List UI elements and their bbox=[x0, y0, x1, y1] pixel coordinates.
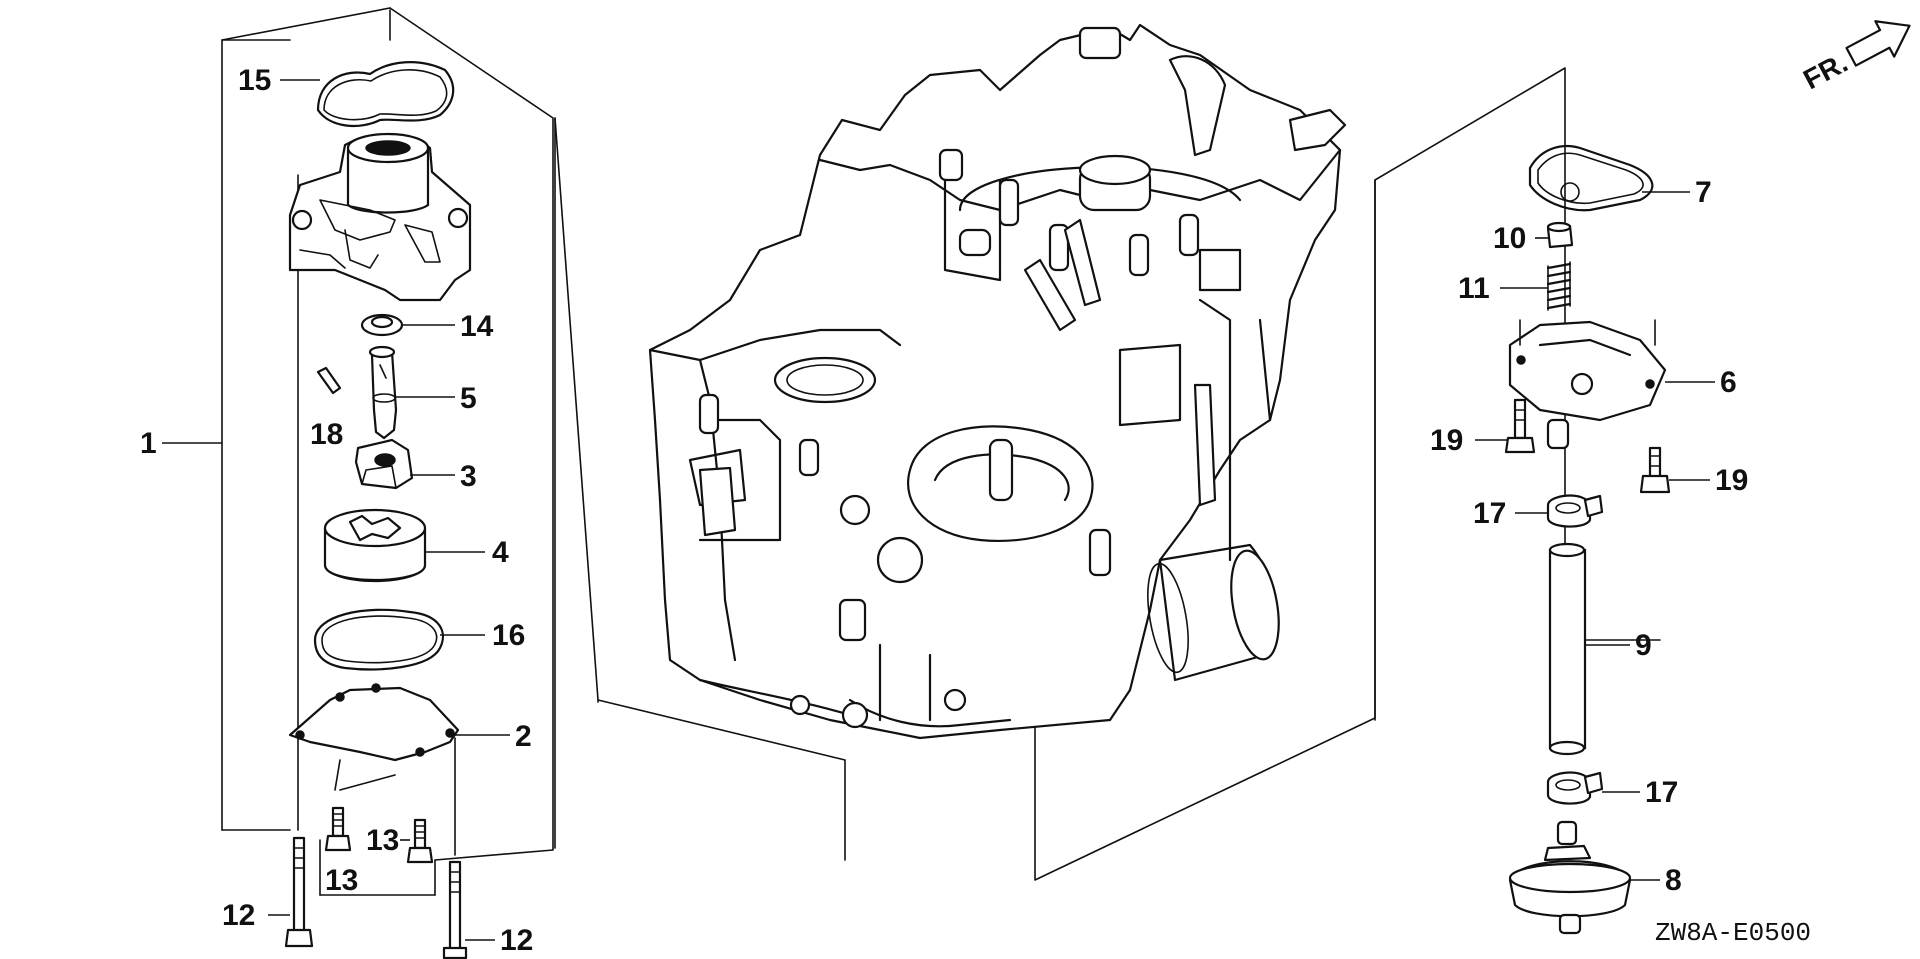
callout-12-left: 12 bbox=[222, 899, 255, 932]
part-6-valve-housing bbox=[1508, 319, 1667, 450]
part-12-long-bolt-left bbox=[284, 836, 314, 948]
part-10-cap bbox=[1546, 221, 1574, 249]
callout-13-left: 13 bbox=[325, 864, 358, 897]
part-2-pump-cover bbox=[288, 683, 460, 791]
callout-4: 4 bbox=[492, 536, 509, 569]
part-19-bolt-right bbox=[1639, 446, 1671, 494]
callout-8: 8 bbox=[1665, 864, 1682, 897]
part-8-oil-strainer bbox=[1508, 820, 1632, 935]
part-15-pump-gasket bbox=[316, 61, 455, 127]
oil-pump-assembly-frame bbox=[221, 7, 556, 896]
callout-5: 5 bbox=[460, 382, 477, 415]
oil-filter bbox=[1147, 543, 1280, 682]
part-13-bolt-left bbox=[324, 806, 352, 852]
callout-16: 16 bbox=[492, 619, 525, 652]
front-direction-indicator: FR. bbox=[1798, 20, 1911, 96]
cylinder-block bbox=[554, 23, 1661, 881]
callout-19-right: 19 bbox=[1715, 464, 1748, 497]
callout-18: 18 bbox=[310, 418, 343, 451]
part-12-long-bolt-right bbox=[442, 860, 468, 959]
diagram-code: ZW8A-E0500 bbox=[1655, 918, 1811, 948]
callout-3: 3 bbox=[460, 460, 477, 493]
part-16-o-ring bbox=[313, 608, 444, 671]
callout-6: 6 bbox=[1720, 366, 1737, 399]
callout-labels: 1 15 14 5 18 3 4 16 2 13 13 12 12 7 10 1… bbox=[140, 64, 1748, 957]
callout-12-right: 12 bbox=[500, 924, 533, 957]
leader-lines bbox=[162, 79, 1715, 941]
callout-10: 10 bbox=[1493, 222, 1526, 255]
part-9-hose bbox=[1548, 542, 1587, 756]
callout-1: 1 bbox=[140, 427, 157, 460]
part-11-spring bbox=[1546, 261, 1572, 311]
callout-13-right: 13 bbox=[366, 824, 399, 857]
callout-17-upper: 17 bbox=[1473, 497, 1506, 530]
part-5-pump-shaft bbox=[368, 345, 398, 440]
part-14-seal bbox=[360, 313, 404, 337]
oil-pump-body bbox=[288, 132, 472, 302]
part-4-outer-rotor bbox=[323, 508, 427, 583]
callout-9: 9 bbox=[1635, 629, 1652, 662]
part-7-gasket bbox=[1528, 144, 1654, 212]
callout-17-lower: 17 bbox=[1645, 776, 1678, 809]
front-arrow-icon bbox=[1845, 20, 1911, 67]
part-19-bolt-left bbox=[1504, 398, 1536, 454]
callout-14: 14 bbox=[460, 310, 494, 343]
callout-15: 15 bbox=[238, 64, 271, 97]
part-13-bolt-right bbox=[406, 818, 434, 864]
front-label: FR. bbox=[1798, 47, 1852, 96]
part-17-clamp-upper bbox=[1546, 494, 1604, 528]
callout-7: 7 bbox=[1695, 176, 1712, 209]
callout-11: 11 bbox=[1458, 272, 1490, 305]
callout-2: 2 bbox=[515, 720, 532, 753]
part-3-inner-rotor bbox=[354, 438, 414, 490]
part-18-pin bbox=[316, 366, 342, 395]
callout-19-left: 19 bbox=[1430, 424, 1463, 457]
part-17-clamp-lower bbox=[1546, 771, 1604, 805]
